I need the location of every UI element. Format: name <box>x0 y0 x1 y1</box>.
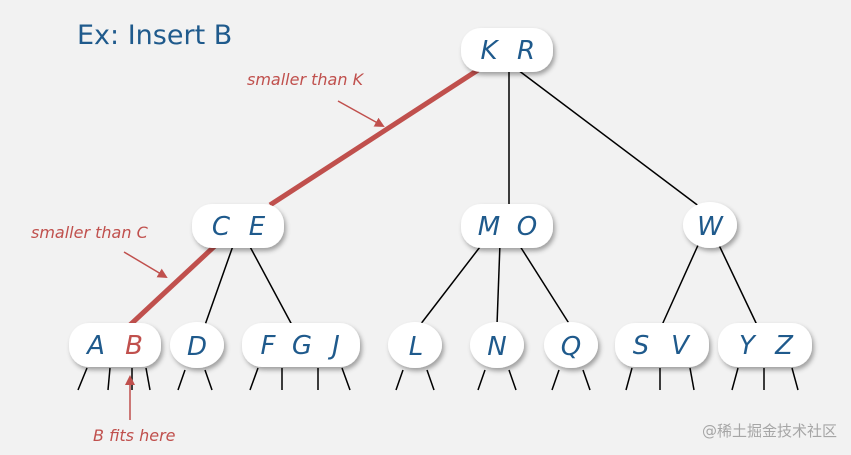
null-link <box>145 367 151 391</box>
key-m: M <box>478 212 500 242</box>
annotation-b-fits-here: B fits here <box>93 426 176 445</box>
tree-node-ab <box>69 323 161 367</box>
key-b: B <box>125 331 143 361</box>
null-link <box>731 367 739 391</box>
annotation-arrow-k <box>337 100 385 127</box>
tree-node-root <box>461 28 553 72</box>
null-link <box>508 369 517 391</box>
edge-ce-ab <box>128 241 220 327</box>
edge-root-ce <box>268 67 480 208</box>
tree-node-yz <box>718 323 812 367</box>
tree-node-w <box>683 202 737 248</box>
key-y: Y <box>739 331 757 361</box>
key-w: W <box>697 212 724 242</box>
edge-ce-fgj <box>247 242 293 326</box>
tree-node-l <box>388 322 442 368</box>
edge-mo-q <box>517 242 571 326</box>
null-link <box>395 369 404 391</box>
key-f: F <box>261 331 277 361</box>
null-link <box>249 367 259 391</box>
tree-keys: K R C E M O W A B D F G J L N Q S V Y Z <box>85 36 794 362</box>
null-link <box>551 369 560 391</box>
key-k: K <box>480 36 499 66</box>
null-link <box>204 369 213 391</box>
key-n: N <box>487 332 506 362</box>
null-link <box>77 367 88 391</box>
null-link <box>625 367 633 391</box>
edge-mo-l <box>419 242 484 326</box>
search-path <box>128 67 480 327</box>
key-o: O <box>517 212 537 242</box>
tree-node-n <box>470 322 524 368</box>
key-s: S <box>633 331 650 361</box>
null-link <box>582 369 591 391</box>
tree-node-ce <box>192 204 284 248</box>
slide-title: Ex: Insert B <box>77 20 233 51</box>
key-g: G <box>292 331 312 361</box>
tree-edges <box>204 69 758 326</box>
key-l: L <box>409 332 424 362</box>
annotation-smaller-than-k: smaller than K <box>247 70 365 89</box>
watermark: @稀土掘金技术社区 <box>701 422 837 440</box>
key-v: V <box>671 331 691 361</box>
edge-ce-d <box>204 242 235 326</box>
null-link <box>477 369 486 391</box>
tree-node-sv <box>615 323 709 367</box>
annotations: smaller than K smaller than C B fits her… <box>31 70 385 445</box>
edge-root-w <box>517 69 701 208</box>
null-link <box>426 369 435 391</box>
null-links <box>77 367 799 391</box>
key-z: Z <box>774 331 794 361</box>
key-e: E <box>249 212 266 242</box>
null-link <box>177 369 186 391</box>
annotation-arrow-c <box>123 251 168 279</box>
key-c: C <box>212 212 231 242</box>
key-d: D <box>187 332 207 362</box>
tree-node-mo <box>461 204 553 248</box>
edge-w-yz <box>717 242 758 326</box>
key-q: Q <box>561 332 581 362</box>
tree-node-q <box>544 322 598 368</box>
annotation-smaller-than-c: smaller than C <box>31 223 149 242</box>
tree-node-d <box>170 322 224 368</box>
null-link <box>107 367 111 391</box>
null-link <box>791 367 799 391</box>
null-link <box>689 367 695 391</box>
tree-nodes <box>69 28 812 368</box>
tree-node-fgj <box>242 323 360 367</box>
key-a: A <box>85 331 105 361</box>
edge-w-sv <box>661 242 700 326</box>
key-r: R <box>517 36 535 66</box>
null-link <box>341 367 351 391</box>
edge-mo-n <box>496 242 501 326</box>
